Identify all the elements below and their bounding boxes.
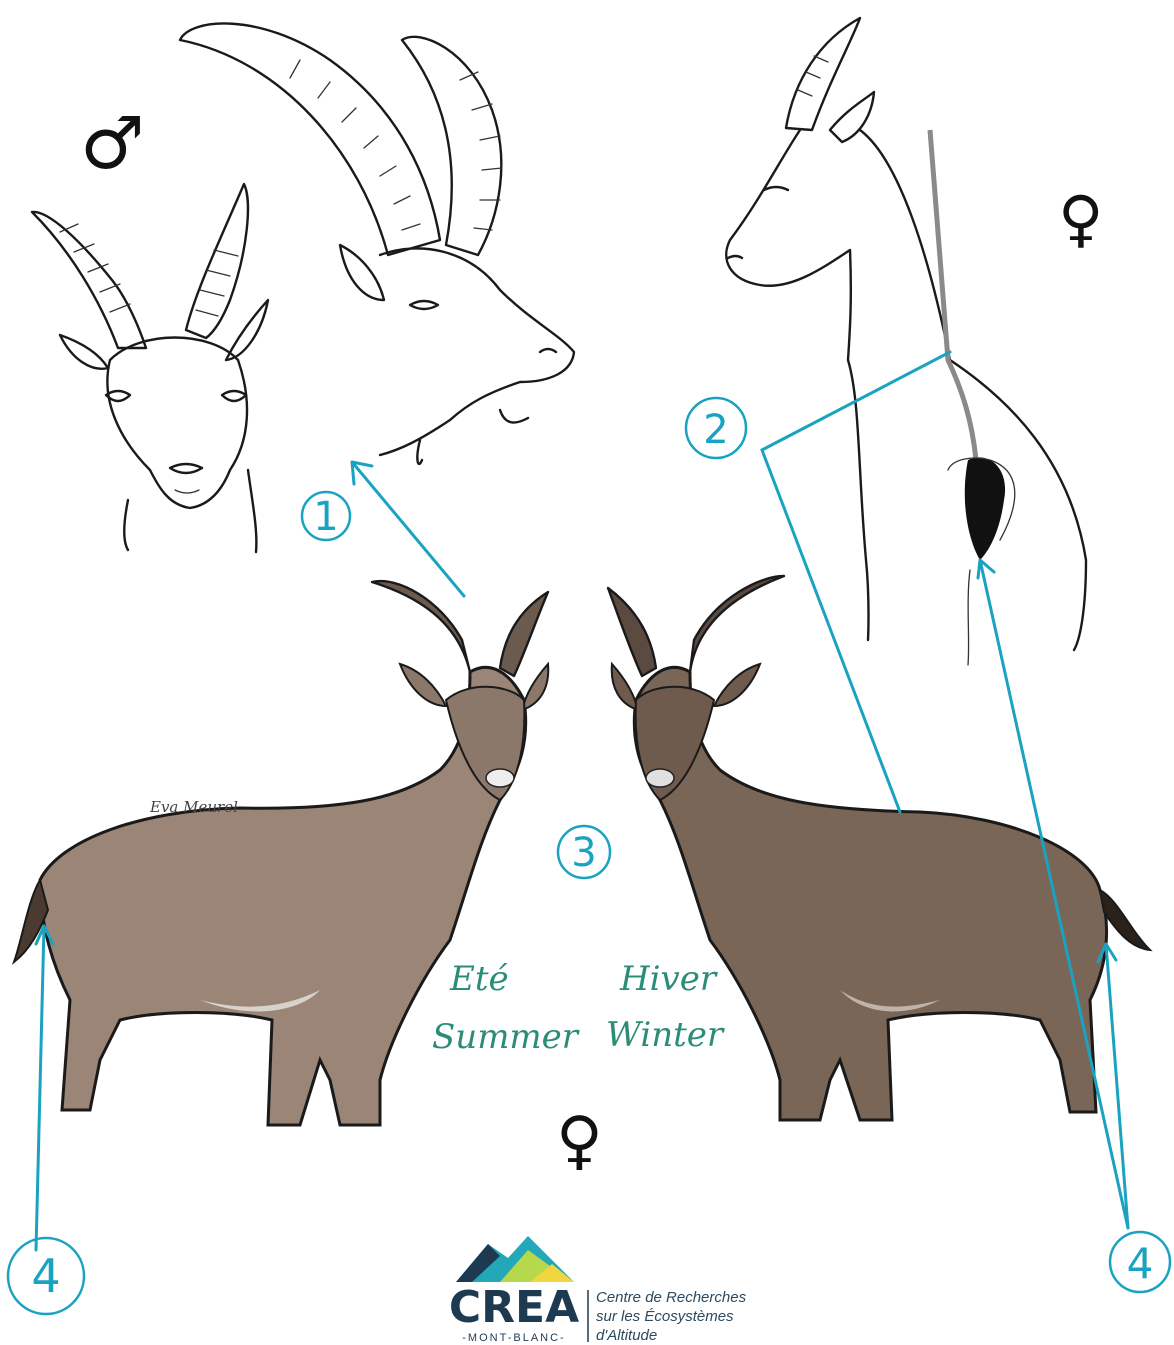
summer-label-en: Summer [432,1017,580,1057]
logo-tagline-line-3: d'Altitude [596,1327,657,1344]
female-ibex-side-sketch [726,18,1086,665]
summer-label-fr: Eté [449,959,509,999]
mountain-logo-icon [456,1236,574,1282]
male-ibex-front-head-sketch [32,184,268,552]
marker-4-left-label: 4 [31,1249,60,1303]
marker-4-left: 4 [8,1238,84,1314]
marker-3-label: 3 [571,830,596,876]
marker-2-label: 2 [703,407,728,453]
logo-tagline-line-2: sur les Écosystèmes [596,1308,734,1325]
logo-tagline-line-1: Centre de Recherches [596,1289,747,1306]
winter-label-fr: Hiver [619,959,718,999]
male-symbol: ♂ [80,101,145,185]
marker-1-label: 1 [313,494,338,540]
artist-signature: Eva Meurel [149,798,238,816]
marker-1: 1 [302,492,350,540]
female-symbol-top: ♀ [1058,182,1103,255]
logo-subtitle: -MONT-BLANC- [462,1332,565,1344]
crea-logo: CREA -MONT-BLANC- Centre de Recherches s… [449,1236,747,1344]
marker-4-right: 4 [1110,1232,1170,1292]
marker-2: 2 [686,398,746,458]
marker-4-right-label: 4 [1127,1239,1154,1288]
winter-label-en: Winter [606,1015,725,1055]
marker-3: 3 [558,826,610,878]
logo-name: CREA [449,1282,579,1333]
female-symbol-bottom: ♀ [556,1104,603,1178]
